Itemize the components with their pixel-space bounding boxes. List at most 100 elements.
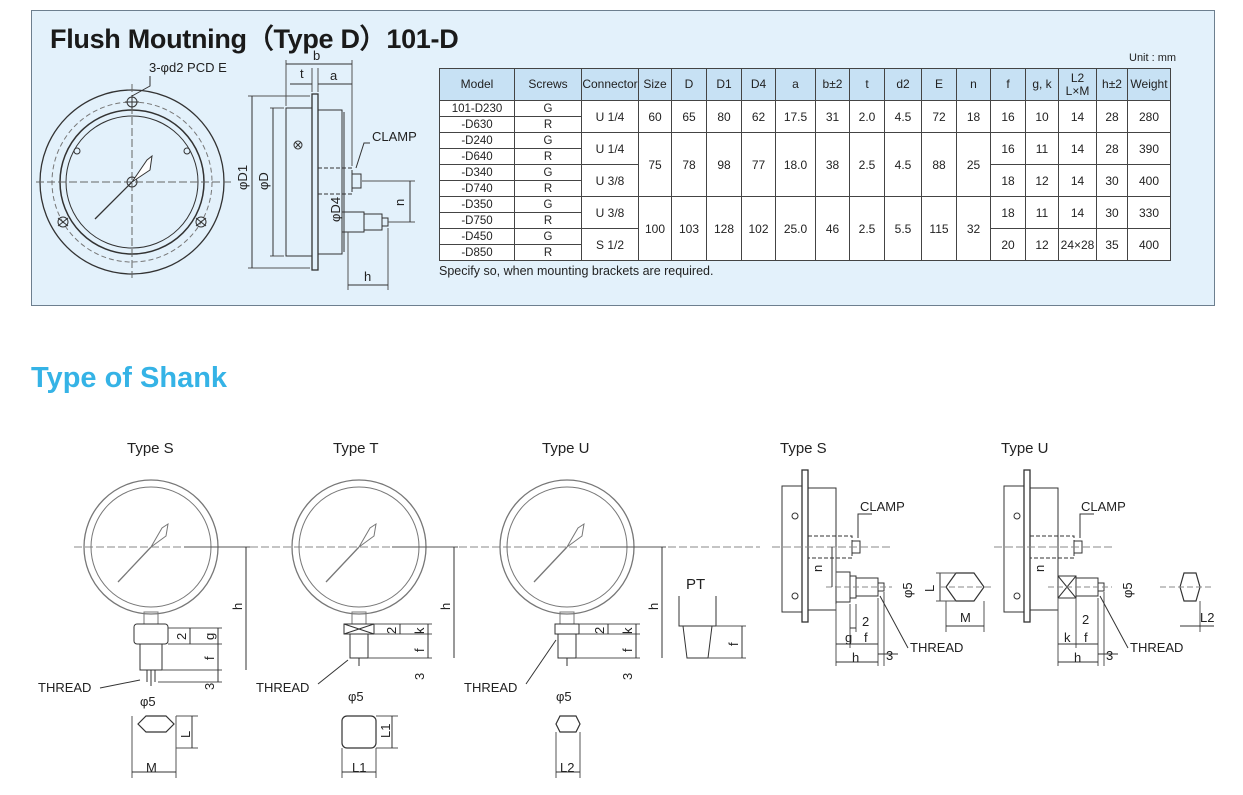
- pt-thread: [678, 596, 746, 659]
- h-cell: 30: [1096, 196, 1128, 229]
- d2-cell: 4.5: [884, 132, 922, 197]
- spec-table: Model Screws Connector Size D D1 D4 a b±…: [439, 68, 1171, 261]
- col-d1: D1: [706, 68, 742, 101]
- t-cell: 2.5: [849, 132, 885, 197]
- a-cell: 25.0: [775, 196, 816, 261]
- k-dim-t: k: [412, 627, 427, 634]
- col-model: Model: [439, 68, 515, 101]
- two-dim-u: 2: [592, 627, 607, 634]
- side-type-u: [994, 469, 1214, 666]
- phi5-side-s: φ5: [900, 582, 915, 598]
- gk-cell: 10: [1025, 100, 1059, 133]
- col-b: b±2: [815, 68, 850, 101]
- l-cell: 14: [1058, 196, 1097, 229]
- col-l2-lxm: L2 L×M: [1058, 68, 1097, 101]
- k-dim-side-u: k: [1064, 630, 1071, 645]
- gauge-type-u: [499, 479, 666, 778]
- l-cell: 24×28: [1058, 228, 1097, 261]
- t-cell: 2.0: [849, 100, 885, 133]
- l2-dim-side-u: L2: [1200, 610, 1214, 625]
- l-cell: 14: [1058, 100, 1097, 133]
- size-cell: 100: [638, 196, 672, 261]
- col-t: t: [849, 68, 885, 101]
- f-dim-side-s: f: [864, 630, 868, 645]
- l-cell: 14: [1058, 132, 1097, 165]
- two-dim-t: 2: [384, 627, 399, 634]
- k-dim-u: k: [620, 627, 635, 634]
- model-cell: -D750: [439, 212, 515, 229]
- connector-cell: U 1/4: [581, 100, 639, 133]
- table-row: -D740 R: [439, 180, 1171, 197]
- connector-cell: U 1/4: [581, 132, 639, 165]
- weight-cell: 400: [1127, 228, 1171, 261]
- screw-cell: R: [514, 116, 582, 133]
- col-d2: d2: [884, 68, 922, 101]
- gauge-type-s: [83, 479, 250, 778]
- l-cell: 14: [1058, 164, 1097, 197]
- table-row: -D350 G U 3/8 100 103 128 102 25.0 46 2.…: [439, 196, 1171, 261]
- type-t-label: Type T: [333, 440, 379, 457]
- e-cell: 88: [921, 132, 957, 197]
- side-type-u-label: Type U: [1001, 440, 1049, 457]
- l1-width-t: L1: [352, 760, 366, 775]
- clamp-label-side-s: CLAMP: [860, 499, 905, 514]
- three-dim-s: 3: [202, 683, 217, 690]
- d1-cell: 128: [706, 196, 742, 261]
- screw-cell: G: [514, 100, 582, 117]
- l-dim-s: L: [178, 731, 193, 738]
- col-gk: g, k: [1025, 68, 1059, 101]
- l1-dim-t: L1: [378, 724, 393, 738]
- col-weight: Weight: [1127, 68, 1171, 101]
- h-cell: 30: [1096, 164, 1128, 197]
- phi5-label-u: φ5: [556, 689, 572, 704]
- model-cell: -D850: [439, 244, 515, 261]
- weight-cell: 330: [1127, 196, 1171, 229]
- col-d4: D4: [741, 68, 776, 101]
- thread-label-side-s: THREAD: [910, 640, 963, 655]
- n-dim-side-u: n: [1032, 565, 1047, 572]
- d-cell: 103: [671, 196, 707, 261]
- three-dim-u: 3: [620, 673, 635, 680]
- table-row: -D750 R: [439, 212, 1171, 229]
- h-cell: 28: [1096, 132, 1128, 165]
- b-cell: 46: [815, 196, 850, 261]
- type-u-label: Type U: [542, 440, 590, 457]
- d1-cell: 98: [706, 132, 742, 197]
- gk-cell: 12: [1025, 228, 1059, 261]
- f-dim-side-u: f: [1084, 630, 1088, 645]
- model-cell: -D740: [439, 180, 515, 197]
- n-dim-side-s: n: [810, 565, 825, 572]
- f-cell: 16: [990, 100, 1026, 133]
- f-cell: 20: [990, 228, 1026, 261]
- screw-cell: G: [514, 228, 582, 245]
- gk-cell: 11: [1025, 132, 1059, 165]
- panel-title: Flush Moutning（Type D）101-D: [50, 24, 459, 54]
- col-a: a: [775, 68, 816, 101]
- unit-label: Unit : mm: [1129, 52, 1177, 64]
- clamp-label-side-u: CLAMP: [1081, 499, 1126, 514]
- f-dim-u: f: [620, 648, 635, 652]
- screw-cell: R: [514, 148, 582, 165]
- two-dim-side-s: 2: [862, 614, 869, 629]
- table-header-row: Model Screws Connector Size D D1 D4 a b±…: [439, 68, 1171, 101]
- a-cell: 18.0: [775, 132, 816, 197]
- table-row: -D340 G U 3/8 18 12 14 30 400: [439, 164, 1171, 197]
- phi5-label-t: φ5: [348, 689, 364, 704]
- connector-cell: U 3/8: [581, 196, 639, 229]
- side-type-s-label: Type S: [780, 440, 827, 457]
- f-cell: 16: [990, 132, 1026, 165]
- a-cell: 17.5: [775, 100, 816, 133]
- b-cell: 38: [815, 132, 850, 197]
- weight-cell: 400: [1127, 164, 1171, 197]
- col-connector: Connector: [581, 68, 639, 101]
- three-dim-t: 3: [412, 673, 427, 680]
- f-dim-pt: f: [726, 642, 741, 646]
- phi5-side-u: φ5: [1120, 582, 1135, 598]
- model-cell: -D640: [439, 148, 515, 165]
- t-cell: 2.5: [849, 196, 885, 261]
- g-dim-s: g: [202, 633, 217, 640]
- d2-cell: 5.5: [884, 196, 922, 261]
- h-dim-s: h: [230, 603, 245, 610]
- weight-cell: 390: [1127, 132, 1171, 165]
- n-cell: 25: [956, 132, 991, 197]
